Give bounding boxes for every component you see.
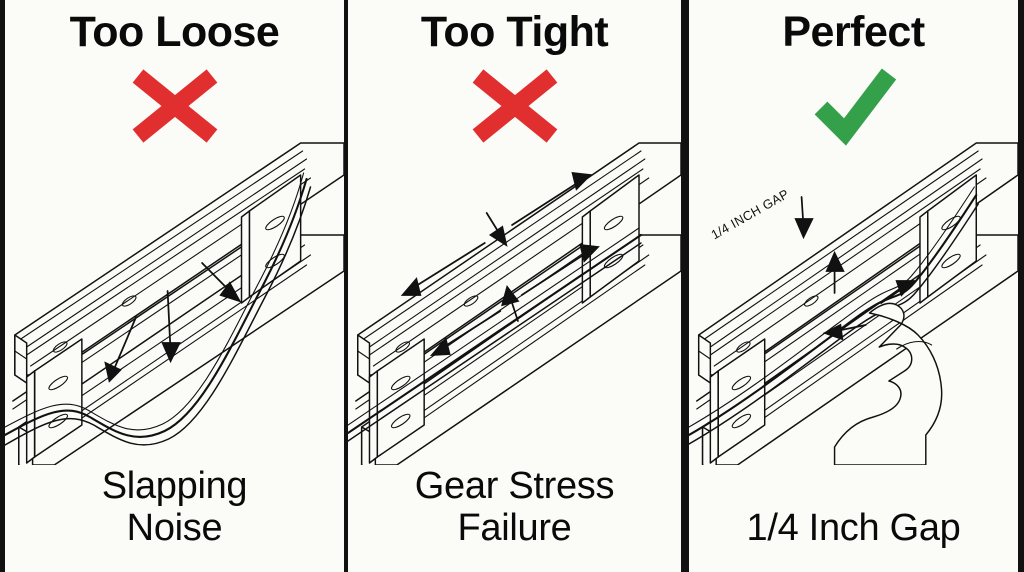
arrow-tension-lower-right — [520, 243, 600, 296]
arrow-slack-3 — [201, 262, 242, 303]
panel-too-loose: Too Loose — [0, 0, 344, 572]
panel-title: Too Loose — [69, 8, 280, 56]
caption-line-2: Noise — [126, 507, 223, 550]
arrow-up-onto-chain — [501, 285, 520, 322]
rail-illustration-tight — [348, 135, 681, 465]
green-check-icon — [814, 68, 896, 146]
arrow-tension-lower-left — [429, 310, 502, 357]
rail-illustration-perfect: 1/4 INCH GAP — [689, 135, 1018, 465]
arrow-slack-2 — [161, 290, 181, 364]
panel-perfect: Perfect — [685, 0, 1024, 572]
arrow-tension-top — [511, 171, 593, 226]
panel-caption: Slapping Noise — [5, 465, 344, 550]
panel-title: Perfect — [782, 8, 925, 56]
panel-caption: 1/4 Inch Gap — [689, 507, 1018, 550]
panel-title: Too Tight — [420, 8, 609, 56]
arrow-slack-1 — [104, 316, 137, 383]
caption-line-1: 1/4 Inch Gap — [746, 507, 961, 550]
panel-caption: Gear Stress Failure — [348, 465, 681, 550]
rail-illustration-loose — [5, 135, 344, 465]
red-x-icon — [132, 69, 217, 143]
red-x-icon — [472, 69, 557, 143]
panel-too-tight: Too Tight — [344, 0, 685, 572]
gap-annotation: 1/4 INCH GAP — [708, 186, 791, 243]
arrow-gap-down — [794, 196, 814, 240]
gap-label: 1/4 INCH GAP — [708, 186, 791, 243]
arrow-rail-upright — [880, 280, 917, 304]
arrow-rail-upleft — [822, 323, 867, 341]
caption-line-2: Failure — [457, 507, 572, 550]
arrow-tension-top-left — [400, 242, 486, 296]
arrow-gap-measure — [825, 250, 845, 294]
caption-line-1: Gear Stress — [414, 464, 615, 507]
arrow-down-onto-chain — [485, 212, 508, 247]
status-mark-perfect — [689, 66, 1018, 146]
status-mark-too-loose — [5, 66, 344, 146]
pointing-hand-icon — [833, 302, 943, 465]
caption-line-1: Slapping — [101, 464, 248, 507]
status-mark-too-tight — [348, 66, 681, 146]
